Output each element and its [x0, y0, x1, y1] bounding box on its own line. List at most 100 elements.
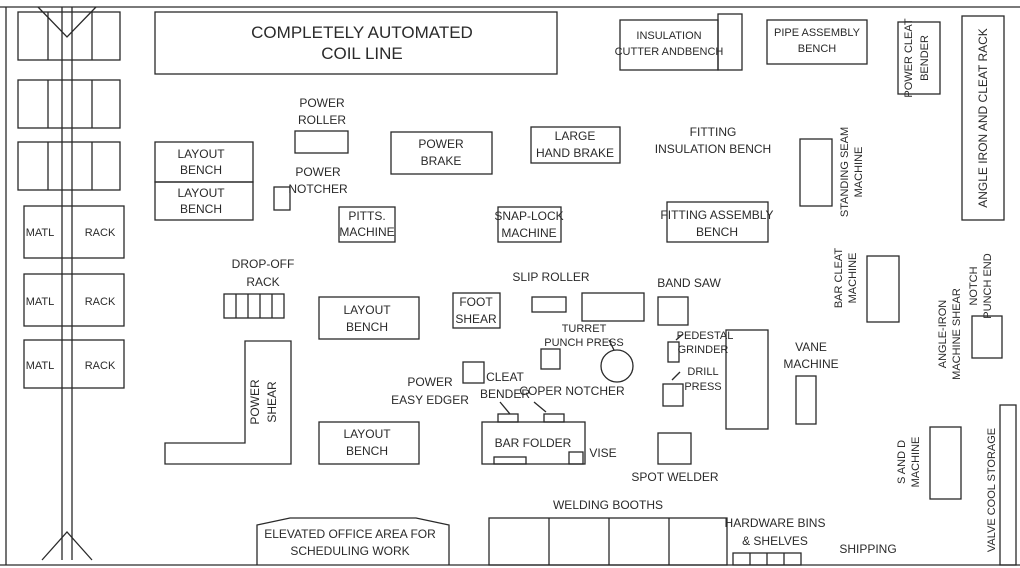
layout-bench-1-label-2: BENCH [180, 163, 222, 177]
bar-cleat-machine [866, 255, 900, 323]
power-brake [390, 131, 493, 175]
coil-line-label-1: COMPLETELY AUTOMATED [251, 23, 473, 42]
matl-label-1: MATL [26, 227, 55, 239]
elevated-office-area [256, 517, 450, 565]
hardware-bins-label-1: HARDWARE BINS [725, 516, 826, 530]
band-saw-label: BAND SAW [657, 276, 721, 290]
rack-label-1: RACK [85, 227, 116, 239]
valve-cool-storage-label: VALVE COOL STORAGE [986, 428, 998, 552]
power-notcher-label-1: POWER [295, 165, 341, 179]
elevated-office-label-2: SCHEDULING WORK [290, 544, 409, 558]
layout-bench-3-label-2: BENCH [346, 320, 388, 334]
drop-off-rack-label-2: RACK [246, 275, 279, 289]
layout-bench-4-label-2: BENCH [346, 444, 388, 458]
matl-rack-2 [23, 273, 125, 327]
spot-welder [657, 432, 692, 465]
turret-punch-press [600, 349, 634, 383]
vise [568, 451, 584, 465]
rack-label-2: RACK [85, 296, 116, 308]
drop-off-rack-label-1: DROP-OFF [232, 257, 295, 271]
cleat-bender-leader [499, 401, 511, 415]
layout-bench-3 [318, 296, 420, 340]
vane-machine [795, 375, 817, 425]
matl-rack-3 [23, 339, 125, 389]
power-easy-edger-label-1: POWER [407, 375, 453, 389]
layout-bench-1-label-1: LAYOUT [177, 147, 225, 161]
vane-machine-label-2: MACHINE [783, 357, 838, 371]
angle-iron-cleat-rack [961, 15, 1005, 221]
standing-seam-label-2: MACHINE [853, 147, 865, 198]
hardware-bins [732, 552, 802, 566]
notch-punch-label-2: PUNCH END [982, 253, 994, 318]
pedestal-grinder [667, 341, 680, 363]
welding-booths-label: WELDING BOOTHS [553, 498, 663, 512]
slip-roller-table [581, 292, 645, 322]
standing-seam-machine [799, 138, 833, 207]
pitts-machine-label-1: PITTS. [348, 209, 385, 223]
matl-label-2: MATL [26, 296, 55, 308]
angle-iron-shear-label-2: MACHINE SHEAR [951, 288, 963, 380]
pedestal-leader [675, 333, 684, 341]
welding-booths [488, 517, 728, 566]
vise-label: VISE [589, 446, 616, 460]
snap-lock-label-1: SNAP-LOCK [494, 209, 563, 223]
power-roller-label-1: POWER [299, 96, 345, 110]
turret-leader [608, 339, 615, 351]
rack-label-3: RACK [85, 360, 116, 372]
turret-punch-label-2: PUNCH PRESS [544, 337, 623, 349]
fitting-assembly-label-2: BENCH [696, 225, 738, 239]
power-notcher [273, 186, 291, 211]
large-hand-brake-label-2: HAND BRAKE [536, 146, 614, 160]
pipe-assembly-bench [766, 19, 868, 65]
bar-cleat-label-2: MACHINE [847, 253, 859, 304]
s-and-d-machine [929, 426, 962, 500]
drill-press-label-2: PRESS [684, 381, 721, 393]
vane-machine-label-1: VANE [795, 340, 827, 354]
fitting-insulation-label-1: FITTING [690, 125, 737, 139]
pitts-machine-label-2: MACHINE [339, 225, 394, 239]
drop-off-rack [223, 293, 285, 319]
layout-bench-4-label-1: LAYOUT [343, 427, 391, 441]
foot-shear-label-1: FOOT [459, 295, 493, 309]
power-notcher-label-2: NOTCHER [288, 182, 348, 196]
elevated-office-label-1: ELEVATED OFFICE AREA FOR [264, 527, 436, 541]
power-easy-edger-label-2: EASY EDGER [391, 393, 469, 407]
standing-seam-label-1: STANDING SEAM [839, 127, 851, 217]
turret-punch-label-1: TURRET [562, 323, 607, 335]
drill-press [662, 383, 684, 407]
layout-bench-4 [318, 421, 420, 465]
spot-welder-label: SPOT WELDER [631, 470, 718, 484]
coper-notcher [543, 413, 565, 423]
valve-cool-storage [999, 404, 1017, 566]
pitts-machine [338, 206, 396, 243]
power-shear [164, 340, 292, 465]
fitting-insulation-label-2: INSULATION BENCH [655, 142, 771, 156]
overhead-crane-rail [17, 6, 121, 561]
cleat-bender-label-1: CLEAT [486, 370, 524, 384]
power-shear-label-2: SHEAR [265, 381, 279, 423]
bar-folder-label: BAR FOLDER [495, 436, 572, 450]
matl-label-3: MATL [26, 360, 55, 372]
matl-rack-1 [23, 205, 125, 259]
bar-folder-base [493, 456, 527, 465]
power-cleat-bender-label-2: BENDER [919, 35, 931, 81]
s-and-d-label-1: S AND D [896, 440, 908, 484]
insulation-cutter-label-2: CUTTER ANDBENCH [615, 46, 724, 58]
fitting-assembly-label-1: FITTING ASSEMBLY [660, 208, 773, 222]
cleat-bender [497, 413, 519, 423]
power-cleat-bender [897, 21, 941, 95]
coil-line [154, 11, 558, 75]
angle-iron-shear-label-1: ANGLE-IRON [937, 300, 949, 369]
angle-iron-rack-label: ANGLE IRON AND CLEAT RACK [976, 28, 990, 208]
power-brake-label-1: POWER [418, 137, 464, 151]
layout-bench-2-label-2: BENCH [180, 202, 222, 216]
large-hand-brake [530, 126, 621, 164]
pipe-assembly-label-2: BENCH [798, 43, 837, 55]
power-brake-label-2: BRAKE [421, 154, 462, 168]
snap-lock-label-2: MACHINE [501, 226, 556, 240]
layout-bench-3-label-1: LAYOUT [343, 303, 391, 317]
layout-bench-2 [154, 181, 254, 221]
power-easy-edger [462, 361, 485, 384]
coper-notcher-label: COPER NOTCHER [519, 384, 625, 398]
